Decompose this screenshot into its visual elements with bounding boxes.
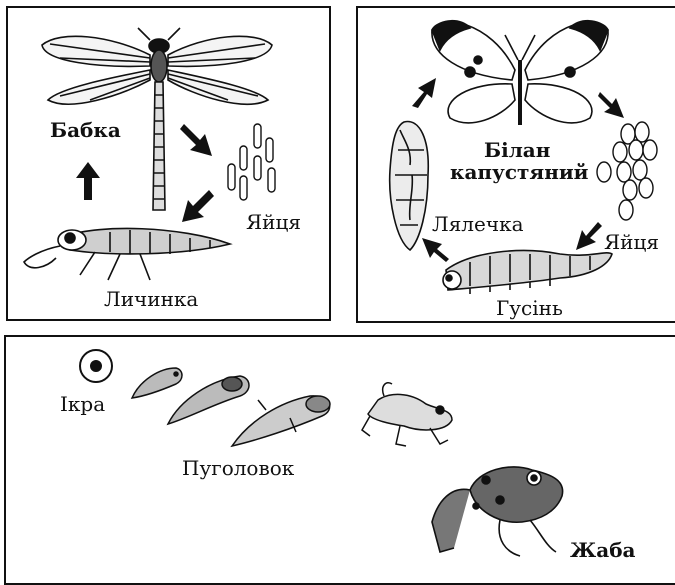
butterfly-adult-label-line2: капустяний [450, 160, 589, 184]
arrow-to-larva-icon [182, 190, 214, 222]
butterfly-eggs-icon [597, 122, 657, 220]
arrow-to-caterpillar-icon [576, 222, 602, 250]
dragonfly-larva-icon [24, 228, 230, 280]
caterpillar-label: Гусінь [496, 296, 563, 320]
dragonfly-larva-label: Личинка [104, 287, 198, 311]
pupa-label: Лялечка [432, 212, 524, 236]
froglet-icon [362, 383, 452, 446]
dragonfly-adult-label: Бабка [50, 118, 121, 142]
frog-adult-label: Жаба [570, 538, 636, 562]
caterpillar-icon [443, 251, 612, 294]
tadpole-2-icon [168, 376, 249, 424]
frog-eggs-label: Ікра [60, 392, 105, 416]
frog-adult-icon [432, 467, 563, 556]
arrow-up-icon [76, 162, 100, 200]
arrow-to-eggs-icon [180, 124, 212, 156]
arrow-to-pupa-icon [422, 238, 449, 262]
butterfly-adult-label-line1: Білан [484, 138, 550, 162]
pupa-icon [390, 122, 429, 250]
butterfly-eggs-label: Яйця [604, 230, 659, 254]
frog-eggs-icon [80, 350, 112, 382]
arrow-to-adult-icon [412, 78, 436, 108]
dragonfly-eggs-icon [228, 124, 275, 200]
butterfly-adult-icon [432, 21, 608, 125]
tadpole-3-icon [232, 396, 330, 446]
dragonfly-diagram [0, 0, 675, 573]
tadpole-label: Пуголовок [182, 456, 294, 480]
dragonfly-eggs-label: Яйця [246, 210, 301, 234]
tadpole-1-icon [132, 368, 182, 398]
arrow-to-butterfly-eggs-icon [598, 92, 624, 118]
